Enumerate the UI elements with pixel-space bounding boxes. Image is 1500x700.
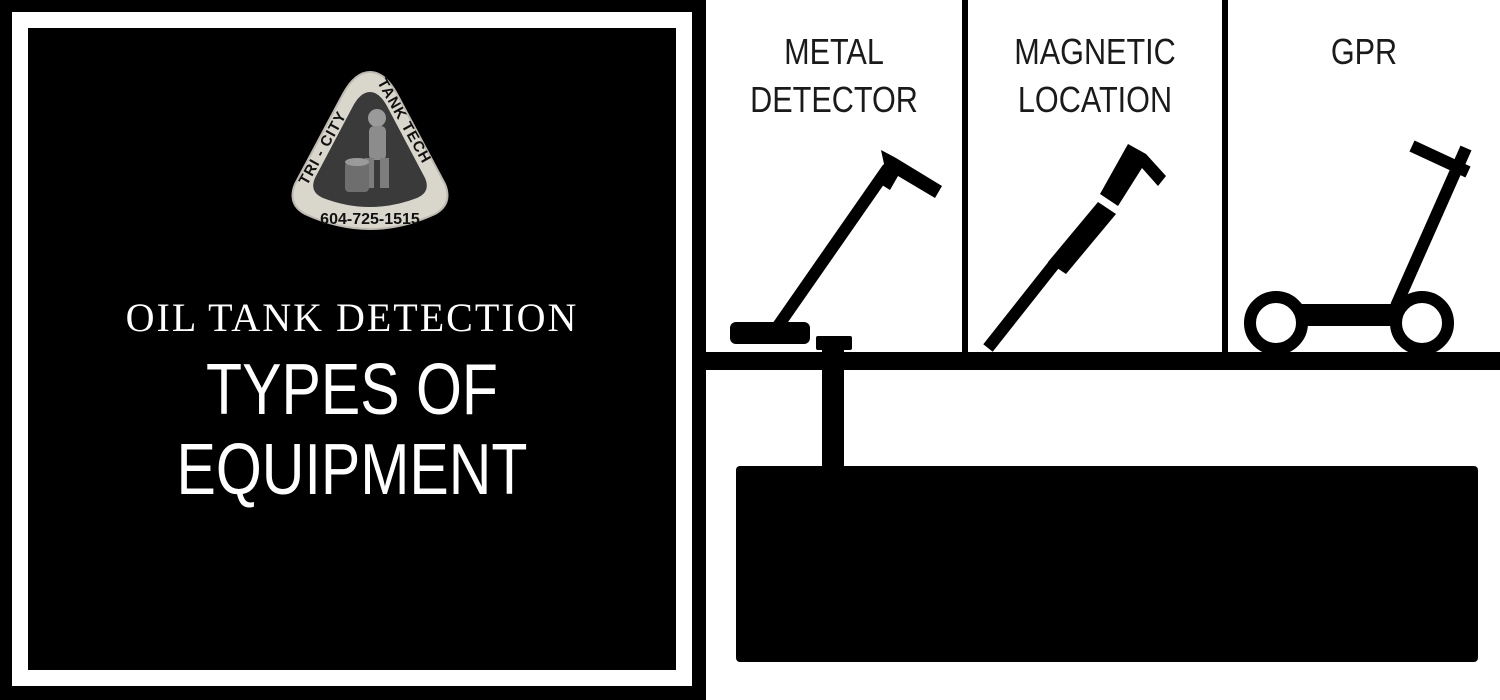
- magnetic-locator-icon: [983, 144, 1166, 352]
- gpr-cart-icon: [1244, 140, 1472, 355]
- scene-illustration: [730, 140, 1478, 662]
- page-title: TYPES OF EQUIPMENT: [176, 350, 528, 510]
- magnetic-location-panel: MAGNETIC LOCATION: [968, 0, 1222, 352]
- tri-city-tank-tech-logo: TRI - CITY TANK TECH 604-725-1515: [291, 70, 449, 230]
- logo-phone: 604-725-1515: [320, 211, 420, 228]
- magnetic-location-label: MAGNETIC LOCATION: [1014, 31, 1176, 120]
- title-panel: TRI - CITY TANK TECH 604-725-1515 OIL TA…: [12, 12, 692, 686]
- metal-detector-icon: [730, 150, 942, 344]
- gpr-label: GPR: [1330, 31, 1398, 72]
- equipment-diagram: METAL DETECTOR MAGNETIC LOCATION GPR: [706, 0, 1500, 700]
- metal-detector-label: METAL DETECTOR: [750, 31, 918, 120]
- subtitle: OIL TANK DETECTION: [125, 295, 579, 340]
- buried-oil-tank-icon: [736, 336, 1478, 662]
